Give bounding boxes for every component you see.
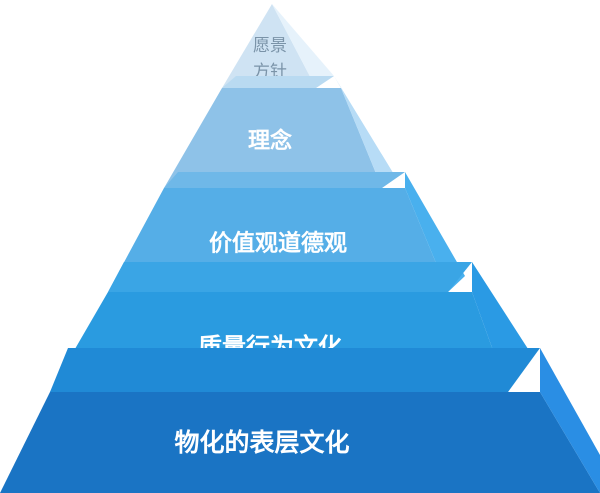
tier-vision-policy: 愿景 方针 [222,4,334,88]
tier-philosophy-front [164,88,382,188]
tier-philosophy-side [334,76,395,188]
tier-vision-policy-label-line1: 愿景 [253,36,287,56]
tier-vision-policy-front [222,4,316,88]
tier-material-surface-side [540,348,600,493]
tier-philosophy: 理念 [164,76,395,188]
tier-material-surface: 物化的表层文化 [0,348,600,493]
tier-quality-behavior-top [108,262,472,292]
tier-values-ethics-label: 价值观道德观 [209,230,347,257]
tier-material-surface-top [50,348,540,392]
tier-vision-policy-side [272,4,334,88]
tier-material-surface-front [0,392,600,493]
tier-philosophy-top [222,76,334,88]
tier-values-ethics-top [164,172,405,188]
tier-material-surface-label: 物化的表层文化 [174,428,349,457]
tier-philosophy-label: 理念 [248,128,292,154]
